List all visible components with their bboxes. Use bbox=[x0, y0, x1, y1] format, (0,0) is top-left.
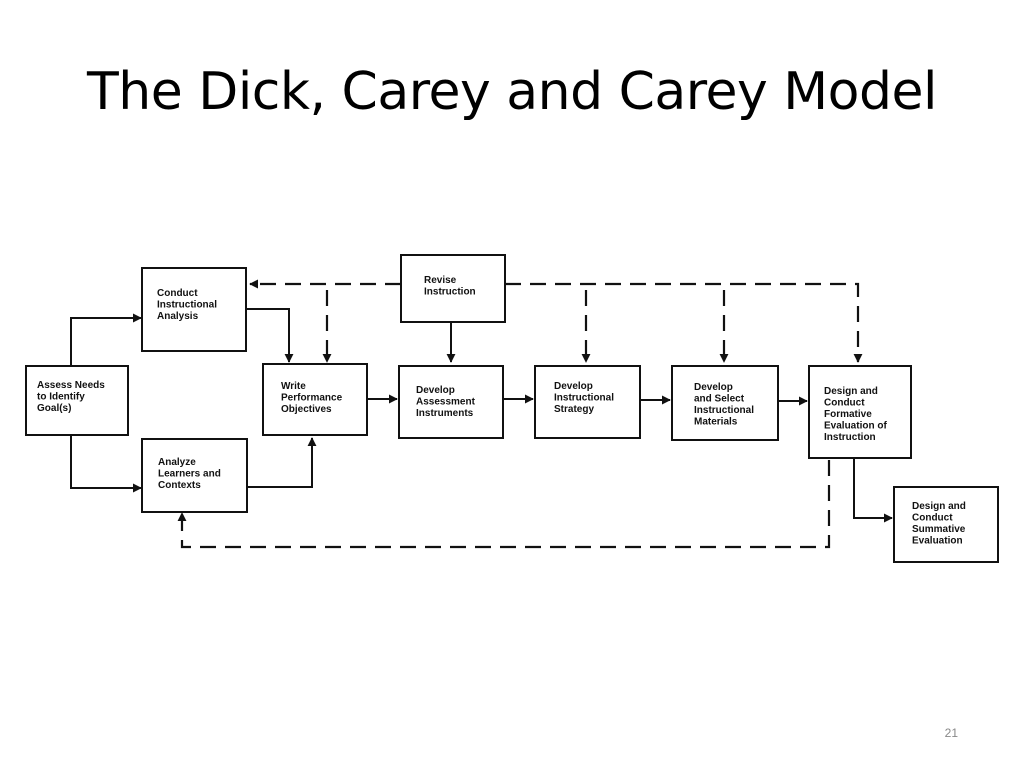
box-label-line: to Identify bbox=[37, 392, 85, 403]
box-label-line: Evaluation bbox=[912, 536, 963, 547]
box-label-line: Summative bbox=[912, 524, 966, 535]
connector-analysis-to-objectives bbox=[246, 308, 294, 363]
box-label-line: Contexts bbox=[158, 480, 201, 491]
box-label-line: Goal(s) bbox=[37, 403, 71, 414]
dashed-feedback-loop bbox=[177, 279, 863, 549]
box-label-line: Develop bbox=[416, 385, 455, 396]
box-label-line: Instruments bbox=[416, 408, 474, 419]
box-label-line: Instructional bbox=[157, 300, 217, 311]
box-label-line: and Select bbox=[694, 394, 745, 405]
box-label-line: Instruction bbox=[424, 287, 476, 298]
dashed-top-right bbox=[505, 282, 863, 363]
box-label-line: Conduct bbox=[157, 288, 198, 299]
box-label-line: Assess Needs bbox=[37, 380, 105, 391]
box-label-line: Conduct bbox=[824, 398, 865, 409]
box-label-line: Design and bbox=[912, 501, 966, 512]
box-label-line: Design and bbox=[824, 386, 878, 397]
box-label-line: Learners and bbox=[158, 469, 221, 480]
box-label-line: Instructional bbox=[694, 405, 754, 416]
box-label-line: Instructional bbox=[554, 393, 614, 404]
dashed-bottom-return bbox=[177, 460, 831, 549]
slide-number: 21 bbox=[944, 726, 958, 740]
box-label-line: Write bbox=[281, 381, 306, 392]
connector-assess-to-learners bbox=[70, 436, 142, 493]
box-label-line: Conduct bbox=[912, 513, 953, 524]
box-label-line: Develop bbox=[694, 382, 733, 393]
solid-connectors bbox=[70, 308, 893, 523]
box-label-line: Develop bbox=[554, 381, 593, 392]
connector-formative-to-summative bbox=[853, 458, 893, 523]
box-label-line: Analyze bbox=[158, 457, 196, 468]
box-label-line: Assessment bbox=[416, 397, 476, 408]
connector-learners-to-objectives bbox=[247, 437, 317, 488]
slide-title: The Dick, Carey and Carey Model bbox=[87, 62, 937, 122]
connector-assess-to-analysis bbox=[70, 313, 142, 366]
box-label-line: Materials bbox=[694, 417, 738, 428]
box-label-line: Formative bbox=[824, 409, 872, 420]
box-label-line: Revise bbox=[424, 275, 457, 286]
box-label-line: Instruction bbox=[824, 432, 876, 443]
box-label-line: Analysis bbox=[157, 311, 199, 322]
box-label-line: Evaluation of bbox=[824, 421, 887, 432]
box-label-line: Strategy bbox=[554, 404, 594, 415]
box-label-line: Performance bbox=[281, 393, 343, 404]
box-label-line: Objectives bbox=[281, 404, 332, 415]
